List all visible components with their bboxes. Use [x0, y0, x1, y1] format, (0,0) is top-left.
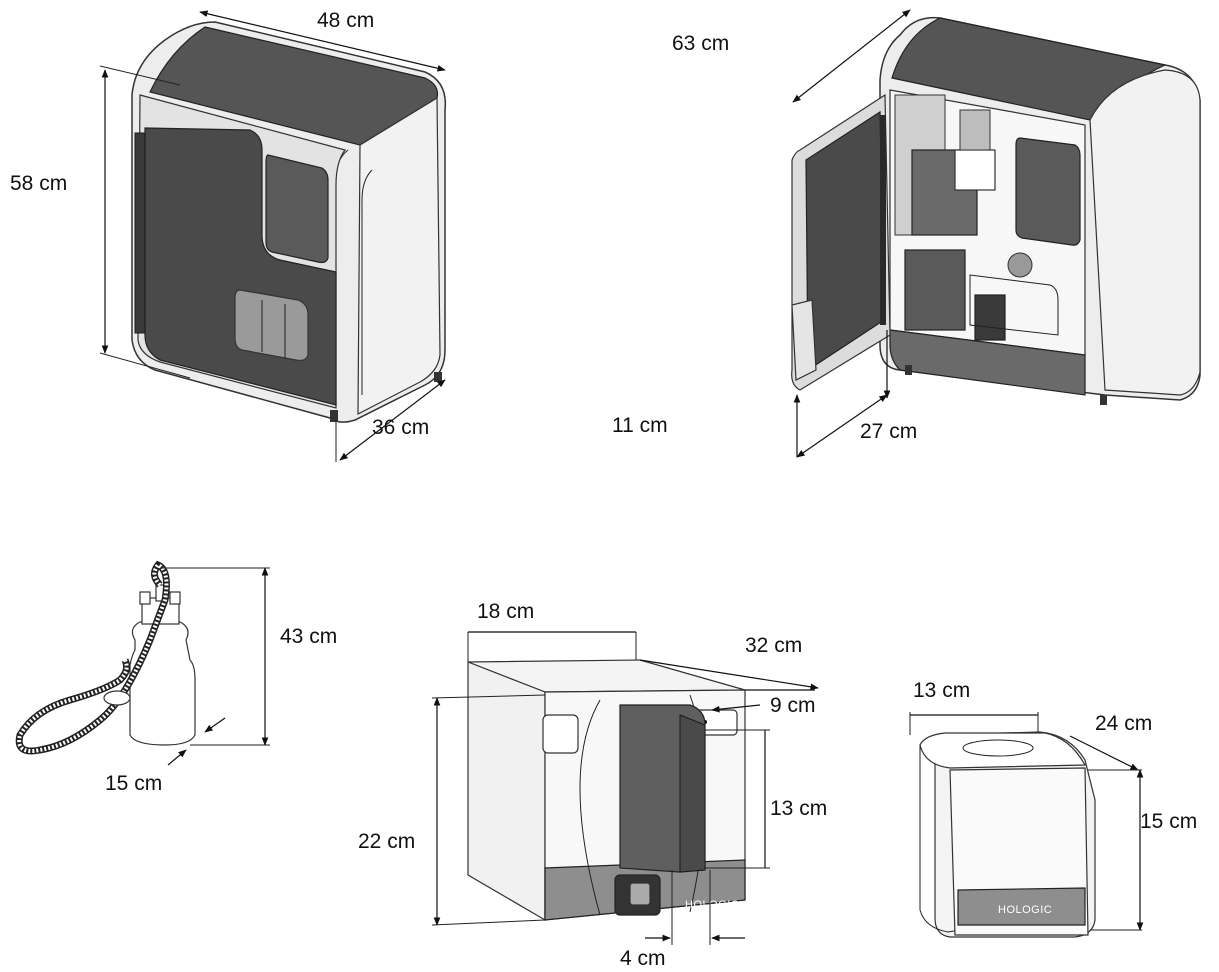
depth-dimension-line — [1069, 735, 1139, 771]
module-small: HOLOGIC — [919, 731, 1096, 938]
door-dimension-line — [796, 394, 888, 458]
instrument-closed — [131, 21, 447, 423]
bottom-label: 4 cm — [620, 947, 666, 970]
width-label: 18 cm — [477, 600, 534, 623]
offset-label: 9 cm — [770, 694, 816, 717]
brand-logo: HOLOGIC — [998, 904, 1052, 916]
depth-label: 63 cm — [672, 32, 729, 55]
brand-logo: HOLOGIC — [685, 899, 739, 911]
foot-label: 11 cm — [612, 414, 668, 437]
module-large-dimensions: 18 cm 32 cm 9 cm 13 cm 22 cm 4 cm — [358, 600, 827, 970]
depth-dimension-line — [792, 9, 911, 103]
panel-height-label: 13 cm — [770, 797, 827, 820]
width-label: 48 cm — [317, 9, 374, 32]
instrument-open-dimensions: 63 cm 11 cm 27 cm — [612, 9, 917, 458]
depth-dimension-line — [339, 379, 446, 461]
module-small-dimensions: 13 cm 24 cm 15 cm — [909, 679, 1197, 931]
depth-dimension-line — [639, 659, 819, 691]
instrument-open — [791, 16, 1201, 405]
height-label: 58 cm — [10, 172, 67, 195]
bottle — [15, 560, 196, 755]
width-dimension-line — [199, 10, 446, 72]
depth-label: 24 cm — [1095, 712, 1152, 735]
depth-label: 32 cm — [745, 634, 802, 657]
height-label: 22 cm — [358, 830, 415, 853]
height-label: 43 cm — [280, 625, 337, 648]
module-large: HOLOGIC — [467, 659, 746, 922]
door-label: 27 cm — [860, 420, 917, 443]
width-label: 13 cm — [913, 679, 970, 702]
instrument-closed-dimensions: 48 cm 58 cm 36 cm — [10, 9, 446, 462]
diameter-label: 15 cm — [105, 772, 162, 795]
bottle-dimensions: 43 cm 15 cm — [105, 567, 337, 795]
height-label: 15 cm — [1140, 810, 1197, 833]
depth-label: 36 cm — [372, 416, 429, 439]
